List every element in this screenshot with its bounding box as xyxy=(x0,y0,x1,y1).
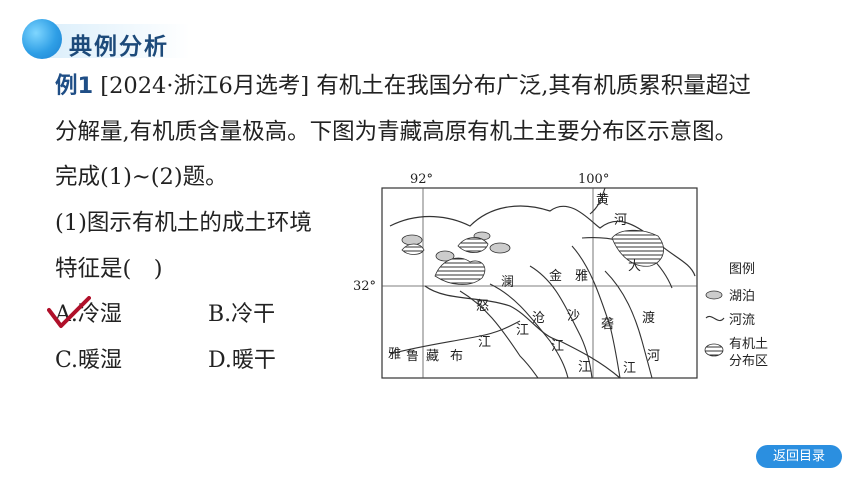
question-label: 例1 xyxy=(55,73,94,99)
legend-soil-label-2: 分布区 xyxy=(729,354,768,369)
legend-river-icon xyxy=(705,316,725,322)
map-svg: 92° 100° 32° 黄 河 大 澜 金 雅 怒 沧 沙 江 江 砻 渡 河… xyxy=(353,172,768,379)
option-d[interactable]: D.暖干 xyxy=(208,348,276,373)
organic-soil-area-4 xyxy=(611,229,664,267)
river-jinsha xyxy=(529,265,593,379)
lat-label-32: 32° xyxy=(353,279,376,294)
label-he: 河 xyxy=(614,213,627,228)
label-du: 渡 xyxy=(642,310,655,326)
question-line-3: 完成(1)~(2)题。 xyxy=(55,164,228,190)
lake-3 xyxy=(489,242,511,254)
label-jiang-1: 江 xyxy=(516,323,529,338)
header-circle-icon xyxy=(22,19,62,59)
river-huanghe-2 xyxy=(589,187,606,215)
legend-title: 图例 xyxy=(729,262,755,277)
lake-2 xyxy=(435,250,455,262)
river-dadu xyxy=(604,270,653,379)
legend-lake-label: 湖泊 xyxy=(729,289,755,304)
header-bar xyxy=(40,24,190,58)
label-jiang-5: 江 xyxy=(478,335,491,350)
river-lancang xyxy=(489,283,569,379)
label-cang: 沧 xyxy=(532,310,545,326)
option-c[interactable]: C.暖湿 xyxy=(55,348,123,373)
river-yarlung xyxy=(389,320,521,355)
sub-question-line-2: 特征是( ) xyxy=(55,256,163,282)
label-zang: 藏 xyxy=(426,349,439,364)
label-yalu: 雅 xyxy=(388,347,401,362)
label-jiang-4: 江 xyxy=(623,361,636,376)
map-frame xyxy=(381,187,698,379)
label-lu: 鲁 xyxy=(406,349,419,364)
section-title: 典例分析 xyxy=(69,34,169,60)
label-long: 砻 xyxy=(601,317,614,332)
question-line-2: 分解量,有机质含量极高。下图为青藏高原有机土主要分布区示意图。 xyxy=(55,119,738,145)
legend-soil-icon xyxy=(704,343,724,357)
sub-question-line-1: (1)图示有机土的成土环境 xyxy=(55,210,312,236)
lake-1 xyxy=(401,234,423,246)
lon-label-92: 92° xyxy=(410,172,433,187)
legend-river-label: 河流 xyxy=(729,313,755,328)
organic-soil-area-3 xyxy=(401,243,425,255)
organic-soil-area-1 xyxy=(434,257,486,285)
river-nu xyxy=(459,290,539,379)
label-da: 大 xyxy=(628,259,641,274)
map-figure: 92° 100° 32° 黄 河 大 澜 金 雅 怒 沧 沙 江 江 砻 渡 河… xyxy=(350,166,790,382)
organic-soil-area-2 xyxy=(457,237,489,253)
checkmark-icon xyxy=(47,296,91,328)
label-nu: 怒 xyxy=(476,299,489,314)
question-line-1: 例1 [2024·浙江6月选考] 有机土在我国分布广泛,其有机质累积量超过 xyxy=(55,68,751,100)
label-he-2: 河 xyxy=(647,349,660,364)
lon-label-100: 100° xyxy=(578,172,609,187)
legend-lake-icon xyxy=(705,290,723,300)
river-yalong xyxy=(571,245,621,379)
question-text-1: [2024·浙江6月选考] 有机土在我国分布广泛,其有机质累积量超过 xyxy=(93,73,751,99)
label-jin: 金 xyxy=(549,268,562,284)
legend-soil-label-1: 有机土 xyxy=(729,337,768,352)
label-jiang-3: 江 xyxy=(578,360,591,375)
label-jiang-2: 江 xyxy=(551,339,564,354)
label-sha: 沙 xyxy=(567,309,580,324)
region-boundary-south xyxy=(424,285,621,379)
label-lan: 澜 xyxy=(501,275,514,290)
label-bu: 布 xyxy=(450,349,463,364)
label-ya: 雅 xyxy=(575,269,588,284)
option-b[interactable]: B.冷干 xyxy=(208,302,276,327)
label-huang: 黄 xyxy=(596,193,609,208)
return-to-contents-button[interactable]: 返回目录 xyxy=(756,445,842,468)
